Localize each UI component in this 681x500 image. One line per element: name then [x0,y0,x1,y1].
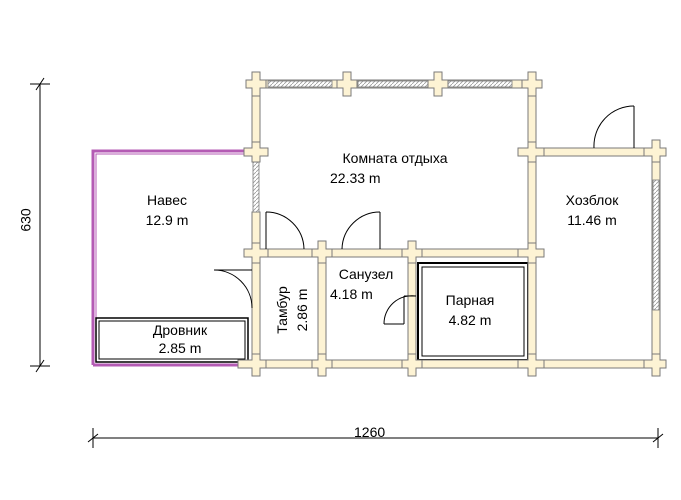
room-canopy: Навес 12.9 m [132,190,202,230]
windows [252,80,660,311]
doors [213,105,635,325]
room-utility-name: Хозблок [565,192,619,208]
room-woodshed-name: Дровник [152,322,208,338]
room-utility: Хозблок 11.46 m [552,190,632,230]
dimension-width: 1260 [354,424,386,440]
room-bathroom-name: Санузел [338,266,394,282]
room-bathroom: Санузел 4.18 m [326,264,406,304]
room-vestibule: Тамбур 2.86 m [272,272,312,348]
room-utility-area: 11.46 m [567,212,617,228]
woodshed-box [95,317,249,363]
room-woodshed: Дровник 2.85 m [140,320,220,358]
dimension-lines [30,77,664,448]
room-canopy-name: Навес [147,192,187,208]
dimension-height: 630 [17,208,34,232]
room-bathroom-area: 4.18 m [330,286,373,302]
room-rest-area: 22.33 m [330,170,381,186]
steam-door [383,295,417,325]
room-steam-name: Парная [445,292,495,308]
vestibule-door [213,269,253,309]
room-canopy-area: 12.9 m [145,212,189,228]
room-rest: Комната отдыха 22.33 m [320,148,470,188]
rest-room-door-2 [341,211,381,250]
room-rest-name: Комната отдыха [342,150,448,166]
room-vestibule-area: 2.86 m [294,288,310,332]
room-steam: Парная 4.82 m [430,290,510,330]
room-vestibule-name: Тамбур [274,286,290,334]
room-steam-area: 4.82 m [448,312,492,328]
utility-door [593,105,635,149]
rest-room-door-1 [265,211,305,250]
log-corners [237,71,667,377]
room-woodshed-area: 2.85 m [158,340,202,356]
